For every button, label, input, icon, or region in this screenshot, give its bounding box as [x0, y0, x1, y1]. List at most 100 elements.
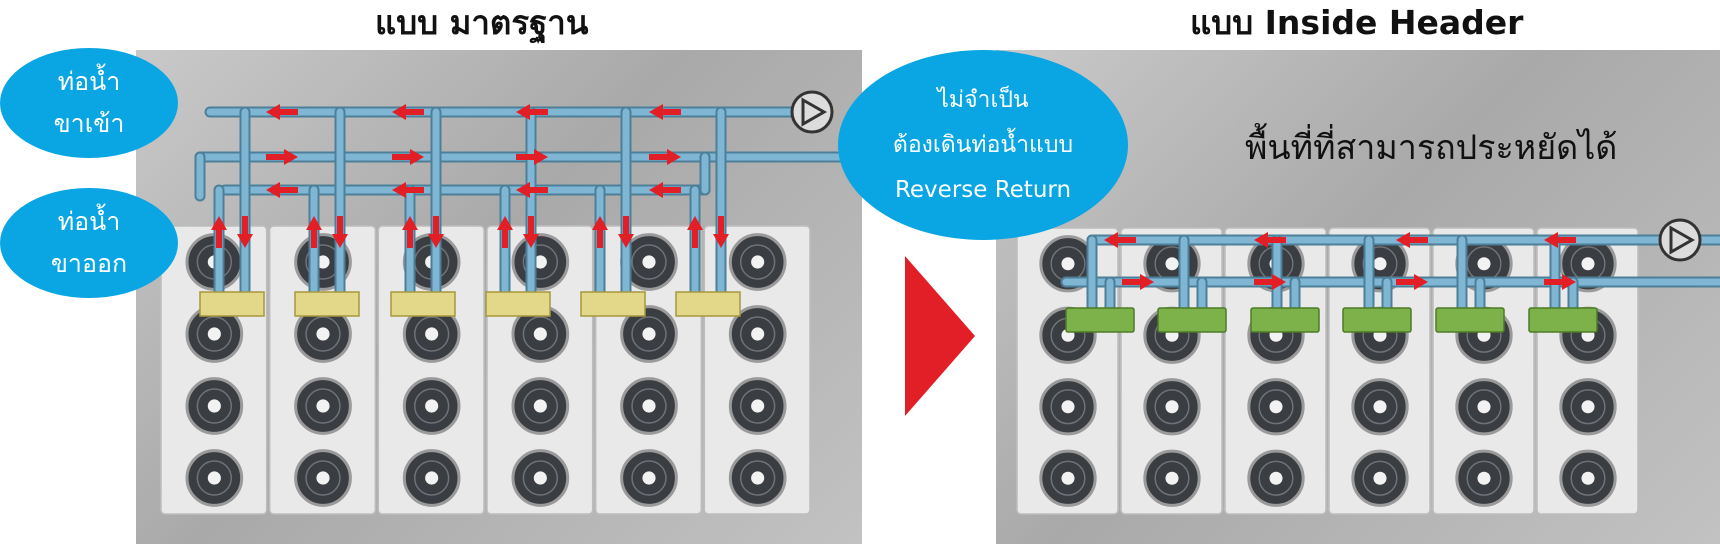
fan-grille-ring: [305, 316, 341, 352]
fan-grille-ring: [1050, 460, 1086, 496]
flow-arrow-down: [237, 216, 253, 248]
pumps: [790, 90, 1702, 262]
fan-hub: [316, 255, 330, 269]
flow-arrow-down: [332, 216, 348, 248]
outdoor-unit: [1224, 227, 1327, 515]
fan-grille-ring: [413, 388, 450, 424]
outlet-label-line2: ขาออก: [50, 249, 128, 278]
fan-hub: [1581, 257, 1595, 271]
fan-grille-ring: [522, 460, 559, 496]
flow-arrow-up: [687, 216, 703, 248]
fan-grille-ring: [739, 388, 776, 424]
fan-grille-ring: [1570, 389, 1606, 425]
flow-arrow-down: [523, 216, 539, 248]
outdoor-units: [160, 225, 1639, 515]
fan-grille-ring: [522, 316, 559, 352]
flow-arrow-right: [1544, 274, 1576, 290]
fan-grille-ring: [1362, 389, 1398, 425]
fan-hub: [1373, 257, 1387, 271]
flow-arrow-up: [592, 216, 608, 248]
inside-header-box: [1157, 307, 1227, 333]
flow-arrow-left: [516, 104, 548, 120]
fan-hub: [1373, 471, 1387, 485]
fan-hub: [425, 399, 439, 413]
outdoor-unit: [1328, 227, 1431, 515]
standard-header-box: [294, 291, 360, 317]
fan-hub: [751, 255, 765, 269]
flow-arrow-left: [392, 182, 424, 198]
flow-arrow-left: [516, 182, 548, 198]
inside-header-box: [1435, 307, 1505, 333]
flow-arrow-up: [497, 216, 513, 248]
fan-hub: [642, 327, 656, 341]
inlet-label-line2: ขาเข้า: [53, 109, 125, 138]
outlet-pipe-bubble: ท่อน้ำ ขาออก: [0, 188, 178, 298]
fan-grille-ring: [305, 460, 341, 496]
fan-grille-ring: [522, 244, 559, 280]
fan-hub: [533, 399, 547, 413]
fan-hub: [207, 471, 221, 485]
flow-arrow-left: [1254, 232, 1286, 248]
note-line2: ต้องเดินท่อน้ำแบบ: [892, 131, 1074, 158]
fan-hub: [425, 327, 439, 341]
flow-arrow-left: [266, 182, 298, 198]
flow-arrow-right: [392, 149, 424, 165]
inside-header-box: [1342, 307, 1412, 333]
inside-header-box: [1528, 307, 1598, 333]
fan-hub: [1269, 471, 1283, 485]
fan-grille-ring: [413, 316, 450, 352]
fan-hub: [1373, 400, 1387, 414]
header-boxes: [199, 291, 1598, 333]
fan-grille-ring: [196, 388, 233, 424]
fan-hub: [751, 327, 765, 341]
fan-hub: [1477, 257, 1491, 271]
fan-hub: [642, 471, 656, 485]
fan-hub: [1165, 257, 1179, 271]
fan-grille-ring: [739, 316, 776, 352]
fan-hub: [642, 399, 656, 413]
fan-hub: [1165, 471, 1179, 485]
fan-hub: [533, 471, 547, 485]
fan-grille-ring: [1154, 389, 1190, 425]
flow-arrow-up: [306, 216, 322, 248]
fan-grille-ring: [1570, 460, 1606, 496]
fan-grille-ring: [1050, 389, 1086, 425]
fan-grille-ring: [1154, 460, 1190, 496]
flow-arrow-right: [1122, 274, 1154, 290]
standard-header-box: [390, 291, 456, 317]
flow-arrow-right: [1254, 274, 1286, 290]
flow-arrow-up: [211, 216, 227, 248]
flow-arrow-right: [266, 149, 298, 165]
outlet-label-line1: ท่อน้ำ: [57, 207, 121, 236]
flow-arrow-left: [1544, 232, 1576, 248]
fan-grille-ring: [1258, 460, 1294, 496]
flow-arrow-down: [618, 216, 634, 248]
note-line3: Reverse Return: [894, 176, 1072, 203]
flow-arrow-down: [713, 216, 729, 248]
fan-hub: [1477, 471, 1491, 485]
fan-hub: [751, 399, 765, 413]
standard-header-box: [485, 291, 551, 317]
fan-hub: [751, 471, 765, 485]
flow-arrow-left: [649, 182, 681, 198]
inside-header-box: [1065, 307, 1135, 333]
standard-header-box: [580, 291, 646, 317]
fan-grille-ring: [739, 460, 776, 496]
fan-grille-ring: [631, 460, 667, 496]
flow-arrows: [211, 104, 1576, 290]
flow-arrow-right: [1396, 274, 1428, 290]
title-inside-header: แบบ Inside Header: [1190, 3, 1524, 42]
fan-grille-ring: [196, 316, 233, 352]
fan-grille-ring: [1362, 460, 1398, 496]
fan-grille-ring: [1466, 389, 1502, 425]
outdoor-unit: [1536, 227, 1639, 515]
flow-arrow-left: [1104, 232, 1136, 248]
fan-hub: [207, 399, 221, 413]
inside-header-box: [1250, 307, 1320, 333]
space-saved-caption: พื้นที่ที่สามารถประหยัดได้: [1245, 128, 1618, 168]
fan-hub: [533, 327, 547, 341]
fan-hub: [1269, 400, 1283, 414]
fan-grille-ring: [522, 388, 559, 424]
reverse-return-note-bubble: ไม่จำเป็น ต้องเดินท่อน้ำแบบ Reverse Retu…: [838, 50, 1128, 240]
fan-hub: [316, 471, 330, 485]
